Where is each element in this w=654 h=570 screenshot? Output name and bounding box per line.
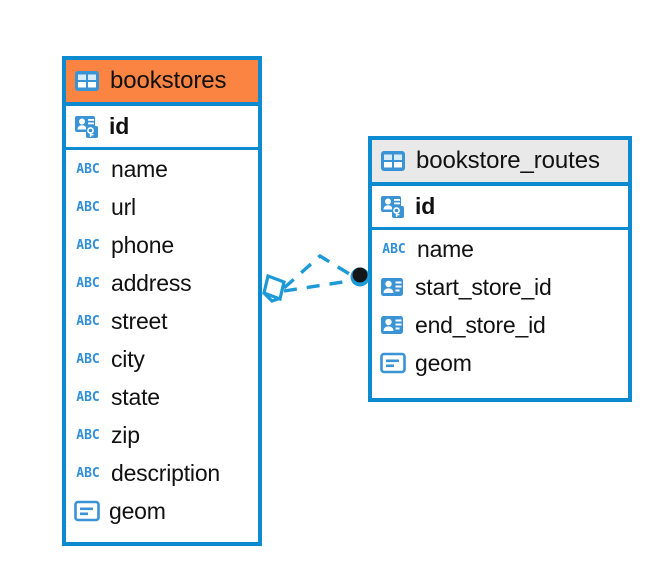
field-row[interactable]: id <box>66 106 258 150</box>
field-label: name <box>417 235 474 262</box>
abc-text-icon: ABC <box>76 237 100 253</box>
field-row[interactable]: end_store_id <box>372 306 628 344</box>
foreign-key-icon <box>380 314 406 336</box>
field-row[interactable]: id <box>372 186 628 230</box>
field-label: name <box>111 155 168 182</box>
primary-key-icon <box>74 115 100 139</box>
field-label: id <box>109 113 130 139</box>
primary-key-icon <box>380 195 406 219</box>
polygon-crowfoot-marker <box>262 273 286 303</box>
relationship-line-upper <box>282 253 357 290</box>
field-list-bookstore-routes: id ABC name start_store_id <box>372 186 628 382</box>
abc-text-icon: ABC <box>76 275 100 291</box>
field-label: street <box>111 307 168 334</box>
field-row[interactable]: ABC description <box>66 454 258 492</box>
abc-text-icon: ABC <box>76 427 100 443</box>
field-label: state <box>111 383 160 410</box>
field-row[interactable]: geom <box>66 492 258 530</box>
abc-text-icon: ABC <box>76 351 100 367</box>
field-label: start_store_id <box>415 273 552 300</box>
field-label: url <box>111 193 136 220</box>
field-row[interactable]: start_store_id <box>372 268 628 306</box>
field-label: geom <box>415 349 472 376</box>
field-row[interactable]: ABC street <box>66 302 258 340</box>
field-row[interactable]: ABC city <box>66 340 258 378</box>
relationship-line-lower <box>283 278 357 293</box>
abc-text-icon: ABC <box>76 313 100 329</box>
abc-text-icon: ABC <box>76 389 100 405</box>
entity-header-bookstore-routes[interactable]: bookstore_routes <box>372 140 628 186</box>
field-row[interactable]: ABC url <box>66 188 258 226</box>
entity-title: bookstores <box>110 67 227 94</box>
field-label: end_store_id <box>415 311 546 338</box>
foreign-key-icon <box>380 276 406 298</box>
field-row[interactable]: geom <box>372 344 628 382</box>
field-label: id <box>415 193 436 219</box>
field-label: geom <box>109 497 166 524</box>
entity-bookstores[interactable]: bookstores <box>62 56 262 546</box>
field-label: address <box>111 269 192 296</box>
field-row[interactable]: ABC zip <box>66 416 258 454</box>
abc-text-icon: ABC <box>76 161 100 177</box>
field-row[interactable]: ABC name <box>66 150 258 188</box>
table-icon <box>74 70 100 92</box>
entity-bookstore-routes[interactable]: bookstore_routes <box>368 136 632 402</box>
abc-text-icon: ABC <box>382 241 406 257</box>
geometry-icon <box>74 500 100 522</box>
filled-dot-marker <box>350 267 370 287</box>
table-icon <box>380 150 406 172</box>
field-row[interactable]: ABC phone <box>66 226 258 264</box>
entity-title: bookstore_routes <box>416 147 600 174</box>
geometry-icon <box>380 352 406 374</box>
field-label: city <box>111 345 145 372</box>
entity-header-bookstores[interactable]: bookstores <box>66 60 258 106</box>
abc-text-icon: ABC <box>76 465 100 481</box>
field-row[interactable]: ABC state <box>66 378 258 416</box>
field-row[interactable]: ABC name <box>372 230 628 268</box>
field-list-bookstores: id ABC name ABC url ABC phone ABC addres… <box>66 106 258 530</box>
field-label: zip <box>111 421 140 448</box>
field-label: phone <box>111 231 174 258</box>
field-row[interactable]: ABC address <box>66 264 258 302</box>
field-label: description <box>111 459 221 486</box>
abc-text-icon: ABC <box>76 199 100 215</box>
